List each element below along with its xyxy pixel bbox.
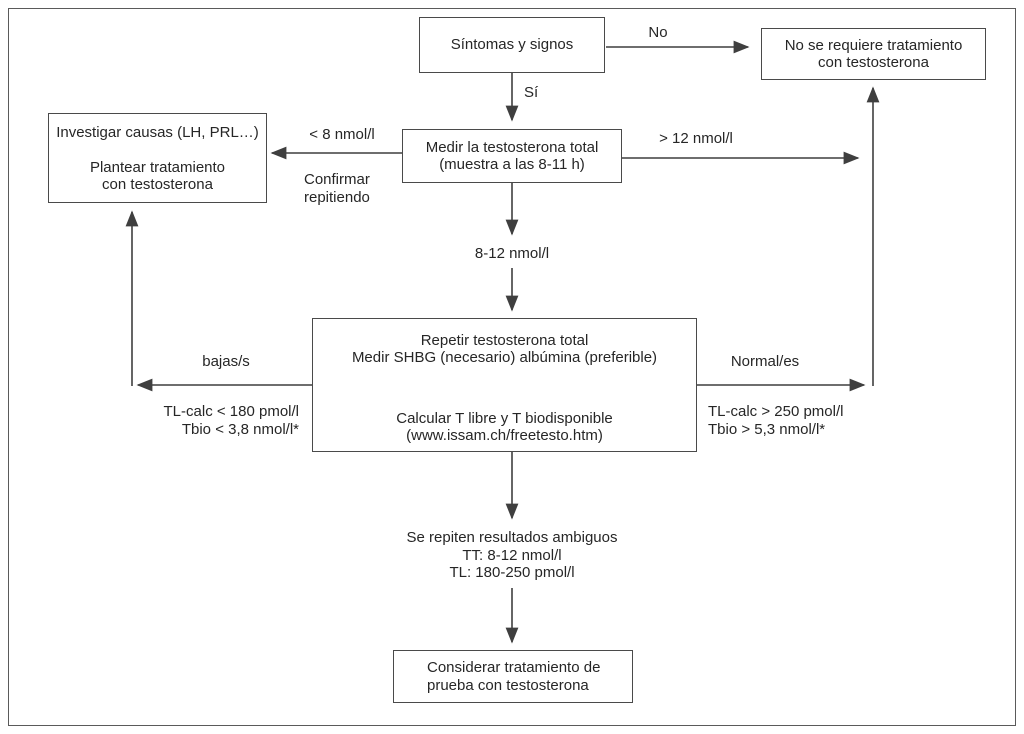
box-sintomas-y-signos: Síntomas y signos <box>419 17 605 73</box>
note-line: TL: 180-250 pmol/l <box>449 564 575 581</box>
box-text: (www.issam.ch/freetesto.htm) <box>406 427 603 444</box>
box-text: Medir SHBG (necesario) albúmina (preferi… <box>351 349 658 366</box>
box-text: Medir la testosterona total <box>425 138 599 156</box>
box-text: Plantear tratamiento <box>89 159 226 176</box>
box-text: con testosterona <box>102 176 213 193</box>
box-investigar-causas: Investigar causas (LH, PRL…) Plantear tr… <box>48 113 267 203</box>
edge-label-menor-8-nmol: < 8 nmol/l <box>309 126 375 143</box>
note-resultados-ambiguos: Se repiten resultados ambiguos TT: 8-12 … <box>392 529 632 582</box>
threshold-label-tl-bajo: TL-calc < 180 pmol/l Tbio < 3,8 nmol/l* <box>147 403 299 438</box>
threshold-label-tl-normal: TL-calc > 250 pmol/l Tbio > 5,3 nmol/l* <box>708 403 878 438</box>
box-text: Calcular T libre y T biodisponible <box>396 410 613 427</box>
edge-label-8-12-nmol: 8-12 nmol/l <box>474 245 550 262</box>
box-text: Investigar causas (LH, PRL…) <box>56 124 259 141</box>
label-line: TL-calc > 250 pmol/l <box>708 403 844 420</box>
box-considerar-tratamiento-prueba: Considerar tratamiento de prueba con tes… <box>393 650 633 703</box>
label-line: Confirmar <box>304 171 370 188</box>
box-no-se-requiere-tratamiento: No se requiere tratamiento con testoster… <box>761 28 986 80</box>
edge-label-bajas: bajas/s <box>202 353 250 370</box>
box-text: con testosterona <box>818 54 929 71</box>
note-line: TT: 8-12 nmol/l <box>462 546 562 564</box>
label-line: Tbio > 5,3 nmol/l* <box>708 420 826 438</box>
edge-label-normales: Normal/es <box>730 353 800 370</box>
label-line: Tbio < 3,8 nmol/l* <box>181 420 299 438</box>
edge-label-confirmar-repitiendo: Confirmar repitiendo <box>304 171 396 206</box>
edge-label-no: No <box>648 24 668 41</box>
note-line: Se repiten resultados ambiguos <box>406 529 618 546</box>
box-text: (muestra a las 8-11 h) <box>439 156 585 173</box>
box-text: Repetir testosterona total <box>420 332 589 349</box>
label-line: repitiendo <box>304 188 370 206</box>
edge-label-mayor-12-nmol: > 12 nmol/l <box>659 130 733 147</box>
box-repetir-testosterona: Repetir testosterona total Medir SHBG (n… <box>312 318 697 452</box>
box-medir-testosterona-total: Medir la testosterona total (muestra a l… <box>402 129 622 183</box>
outer-frame <box>8 8 1016 726</box>
box-text: Considerar tratamiento de <box>427 659 601 676</box>
box-text: prueba con testosterona <box>427 676 589 694</box>
box-text: Síntomas y signos <box>450 36 574 54</box>
box-text: No se requiere tratamiento <box>784 36 963 54</box>
edge-label-si: Sí <box>524 84 539 101</box>
label-line: TL-calc < 180 pmol/l <box>163 403 299 420</box>
